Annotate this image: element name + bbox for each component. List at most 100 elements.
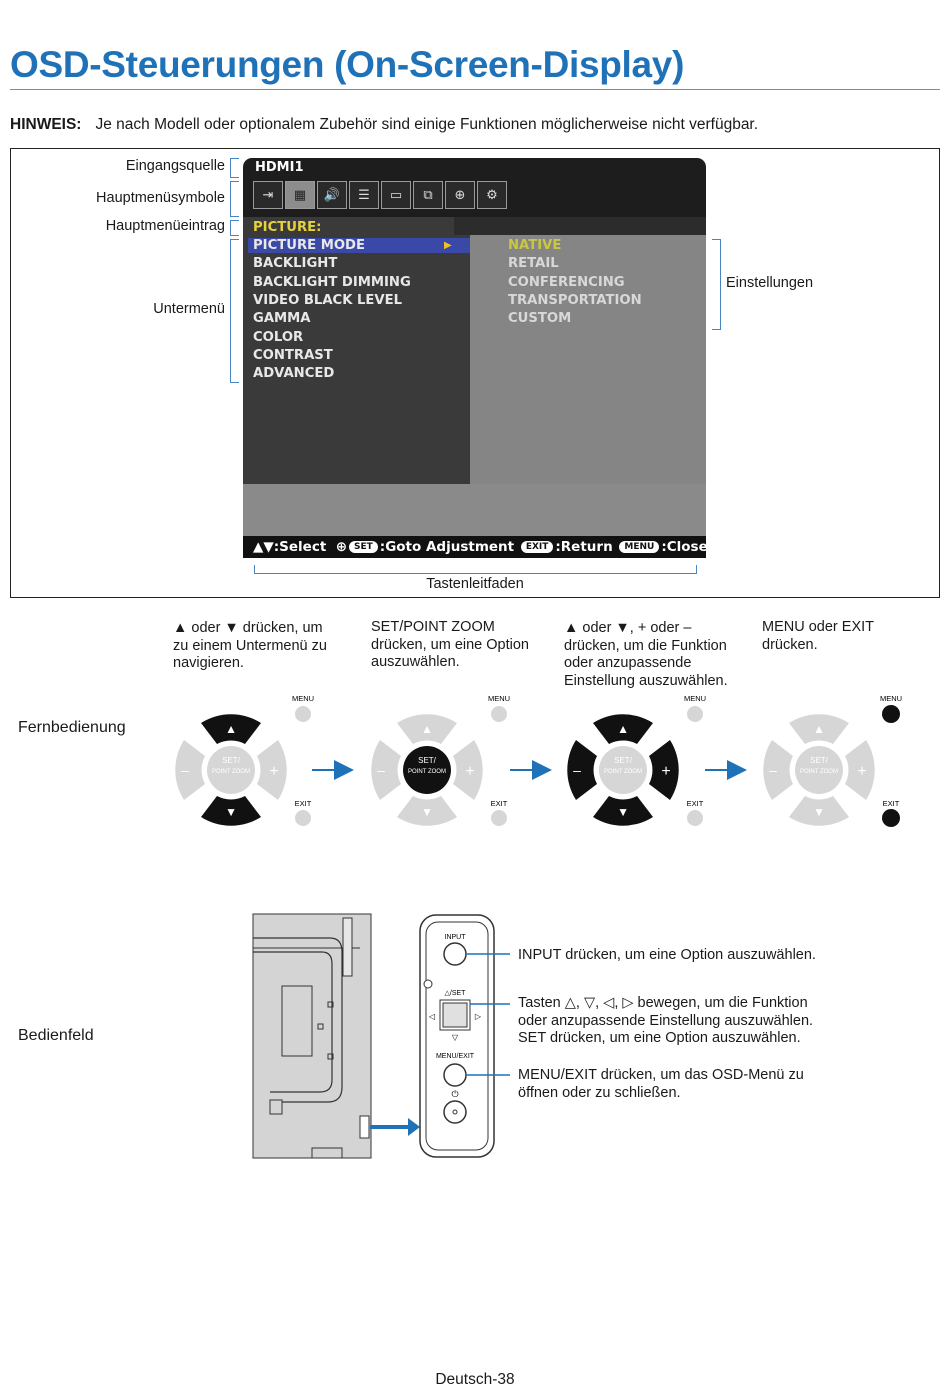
svg-text:⏻: ⏻ [451,1089,458,1099]
svg-text:EXIT: EXIT [491,799,508,808]
svg-text:MENU/EXIT: MENU/EXIT [436,1053,475,1060]
svg-text:SET/: SET/ [222,756,241,765]
osd-submenu-panel [243,217,470,484]
schedule-icon: ☰ [349,181,379,209]
svg-text:MENU: MENU [684,694,706,703]
svg-text:+: + [269,763,278,780]
osd-submenu-item: PICTURE MODE [253,238,365,253]
callout-main-menu-icons: Hauptmenüsymbole [96,190,225,206]
panel-desc-nav-1: Tasten △, ▽, ◁, ▷ bewegen, um die Funkti… [518,995,808,1011]
remote-step-2: SET/POINT ZOOM drücken, um eine Option a… [371,619,529,670]
submenu-arrow-icon: ▶ [444,240,452,251]
svg-text:MENU: MENU [292,694,314,703]
osd-header-strip [454,217,706,235]
svg-text:EXIT: EXIT [883,799,900,808]
osd-screen: HDMI1 ⇥ ▦ 🔊 ☰ ▭ ⧉ ⊕ ⚙ PICTURE: PICTURE M… [243,158,706,558]
page-footer: Deutsch-38 [435,1371,515,1388]
remote-diagrams: ▲ ▼ – + SET/ POINT ZOOM MENU EXIT ▲ ▼ – … [175,694,902,827]
bracket-main-menu-icons [230,181,239,217]
osd-submenu-item: BACKLIGHT [253,256,338,271]
svg-text:EXIT: EXIT [687,799,704,808]
bracket-key-guide [254,565,697,574]
svg-text:△/SET: △/SET [445,990,467,997]
svg-text:▷: ▷ [475,1012,482,1021]
picture-icon: ▦ [285,181,315,209]
multi-display-icon: ⧉ [413,181,443,209]
panel-desc-nav-2: oder anzupassende Einstellung auszuwähle… [518,1013,814,1029]
osd-diagram-frame [10,148,940,598]
bracket-submenu [230,239,239,383]
guide-return: :Return [555,539,613,555]
svg-text:▼: ▼ [225,805,237,819]
svg-text:POINT ZOOM: POINT ZOOM [604,769,642,775]
osd-submenu-item: COLOR [253,330,304,345]
guide-goto: :Goto Adjustment [379,539,515,555]
guide-select: :Select [273,539,327,555]
svg-text:▼: ▼ [617,805,629,819]
guide-exit-pill: EXIT [520,541,554,553]
svg-text:◁: ◁ [429,1012,436,1021]
svg-text:+: + [661,763,670,780]
osd-option: TRANSPORTATION [508,293,642,308]
callout-input-source: Eingangsquelle [125,158,225,174]
panel-desc-menu-1: MENU/EXIT drücken, um das OSD-Menü zu [518,1067,804,1083]
guide-close: :Close [661,539,706,555]
osd-key-guide: ▲▼:Select ⊕SET:Goto Adjustment EXIT:Retu… [243,536,706,558]
remote-step-1: ▲ oder ▼ drücken, um zu einem Untermenü … [173,620,327,671]
page-title: OSD-Steuerungen (On-Screen-Display) [10,44,685,85]
osd-option: CUSTOM [508,311,572,326]
remote-dpad-1: ▲ ▼ – + [175,714,287,826]
svg-text:MENU: MENU [488,694,510,703]
svg-text:POINT ZOOM: POINT ZOOM [408,769,446,775]
svg-text:+: + [857,763,866,780]
svg-text:▼: ▼ [421,805,433,819]
callout-key-guide: Tastenleitfaden [426,576,524,592]
remote-step-3: ▲ oder ▼, + oder – drücken, um die Funkt… [564,620,728,689]
svg-text:▲: ▲ [225,722,237,736]
remote-label: Fernbedienung [18,719,126,736]
svg-text:SET/: SET/ [810,756,829,765]
svg-text:–: – [573,762,581,778]
audio-icon: 🔊 [317,181,347,209]
bracket-settings [712,239,721,330]
osd-submenu-item: ADVANCED [253,366,335,381]
control-panel-diagram: INPUT △/SET ◁ ▷ ▽ MENU/EXIT ⏻ [252,913,510,1159]
svg-text:–: – [181,762,189,778]
panel-desc-nav-3: SET drücken, um eine Option auszuwählen. [518,1030,801,1046]
svg-text:SET/: SET/ [614,756,633,765]
osd-submenu-item: CONTRAST [253,348,333,363]
input-icon: ⇥ [253,181,283,209]
osd-option: NATIVE [508,238,562,253]
osd-main-menu-icons: ⇥ ▦ 🔊 ☰ ▭ ⧉ ⊕ ⚙ [253,181,509,211]
title-divider [10,89,940,90]
svg-text:POINT ZOOM: POINT ZOOM [800,769,838,775]
osd-option: CONFERENCING [508,275,625,290]
bracket-input-source [230,158,239,178]
svg-text:POINT ZOOM: POINT ZOOM [212,769,250,775]
osd-info-area [243,484,706,536]
control-panel-label: Bedienfeld [18,1027,94,1044]
svg-text:EXIT: EXIT [295,799,312,808]
svg-text:SET/: SET/ [418,756,437,765]
guide-menu-pill: MENU [619,541,660,553]
panel-desc-input: INPUT drücken, um eine Option auszuwähle… [518,947,816,963]
remote-dpad-3: ▲ ▼ – + [567,714,679,826]
guide-set-pill: SET [349,541,378,553]
note-label: HINWEIS: [10,116,82,133]
note-text: Je nach Modell oder optionalem Zubehör s… [95,116,759,133]
svg-text:INPUT: INPUT [445,934,467,941]
svg-text:–: – [769,762,777,778]
osd-option: RETAIL [508,256,559,271]
osd-input-source: HDMI1 [255,160,304,175]
svg-text:▲: ▲ [813,722,825,736]
bracket-main-menu-entry [230,220,239,236]
svg-text:–: – [377,762,385,778]
svg-text:▽: ▽ [452,1033,459,1042]
osd-category: PICTURE: [253,220,322,235]
svg-text:▲: ▲ [421,722,433,736]
display-icon: ▭ [381,181,411,209]
note: HINWEIS: Je nach Modell oder optionalem Z… [10,116,758,134]
osd-submenu-item: GAMMA [253,311,311,326]
callout-settings: Einstellungen [726,275,814,291]
remote-dpad-2: ▲ ▼ – + [371,714,483,826]
